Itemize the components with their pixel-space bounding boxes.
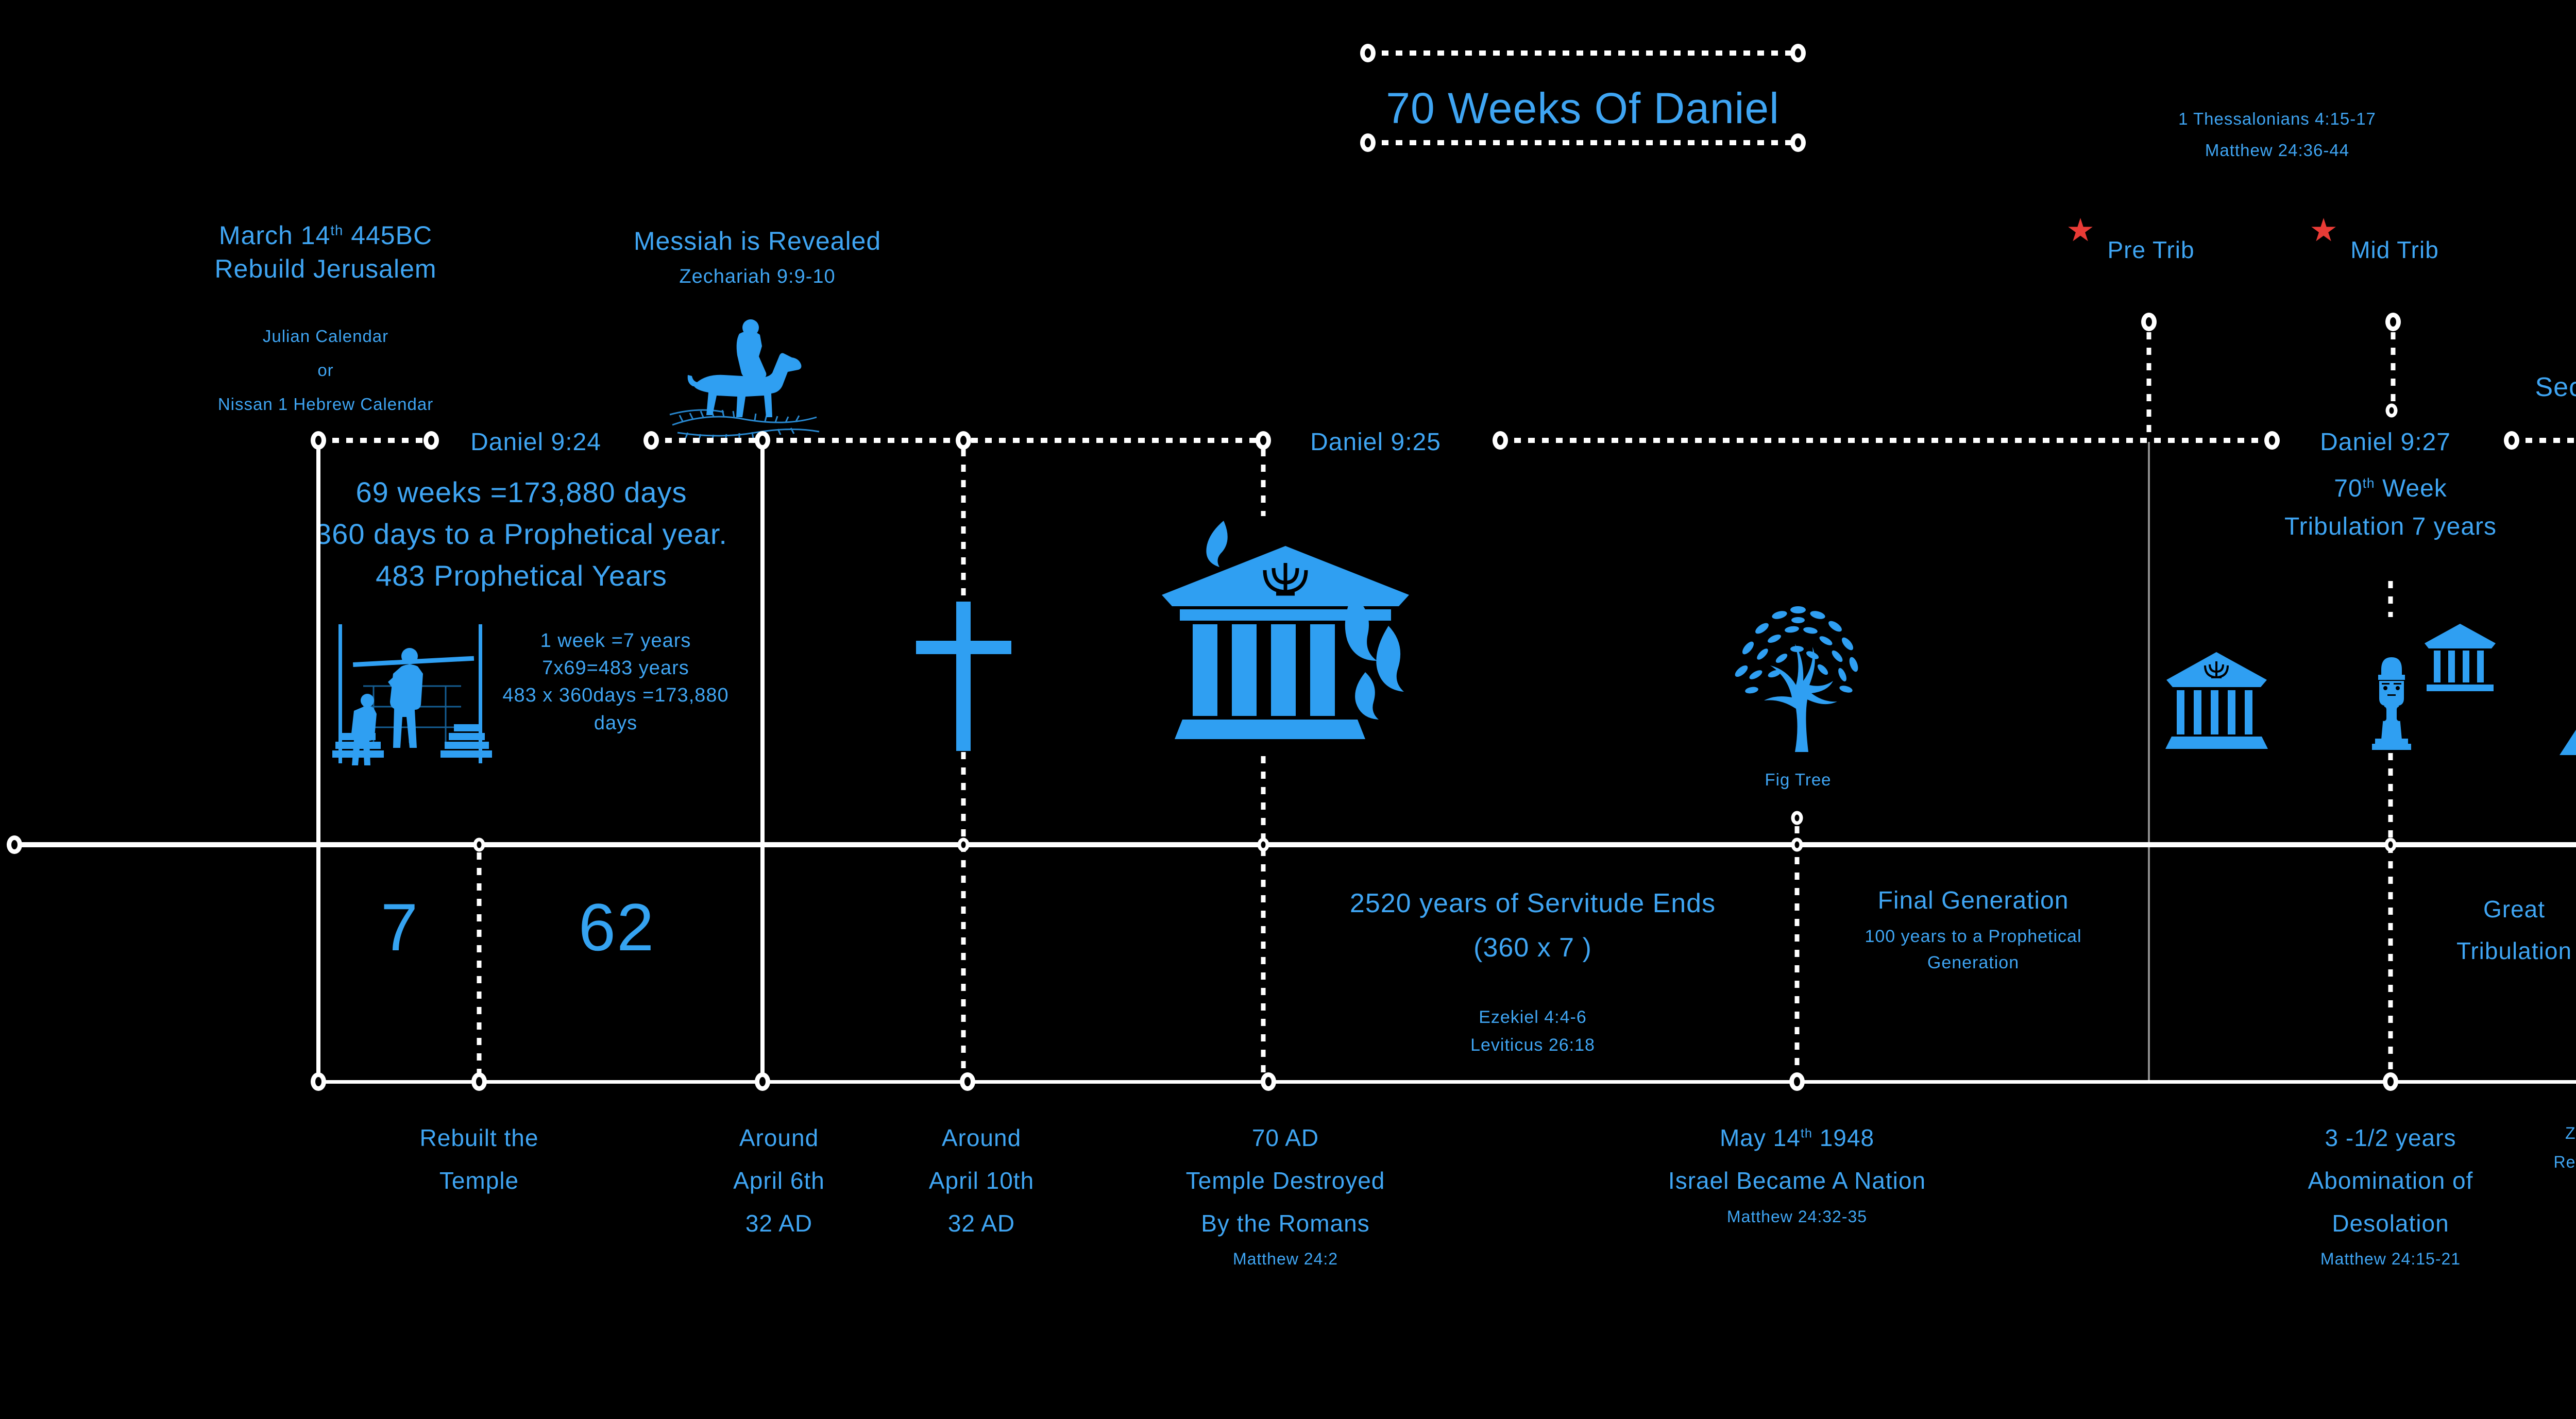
node-ring xyxy=(2504,431,2519,450)
rapture-references: 1 Thessalonians 4:15-17 Matthew 24:36-44 xyxy=(2178,109,2376,160)
week-calculation-block: 1 week =7 years 7x69=483 years 483 x 360… xyxy=(502,630,729,734)
node-ring xyxy=(1257,837,1269,852)
dotted-connector xyxy=(762,438,1263,443)
ad70-label: 70 AD Temple Destroyed By the Romans Mat… xyxy=(1185,1124,1385,1269)
dotted-connector xyxy=(2512,438,2576,443)
node-ring xyxy=(2385,313,2401,331)
rebuilt-temple-dotted-line xyxy=(477,852,482,1078)
final-generation-note: 100 years to a Prophetical Generation xyxy=(1865,927,2082,972)
seventieth-week-label: 70th Week Tribulation 7 years xyxy=(2284,475,2497,541)
cross-icon xyxy=(916,602,1011,751)
node-ring xyxy=(423,431,439,450)
node-ring xyxy=(643,431,659,450)
final-generation-label: Final Generation xyxy=(1877,887,2069,914)
node-ring xyxy=(1789,1072,1805,1091)
crucifixion-dotted-line xyxy=(961,752,966,1078)
daniel-924-label: Daniel 9:24 xyxy=(470,429,601,456)
node-ring xyxy=(473,837,485,852)
temple-destroyed-dotted-line xyxy=(1261,449,1266,516)
israel-dotted-line xyxy=(1794,826,1800,1078)
node-ring xyxy=(755,1072,770,1091)
rebuilt-temple-label: Rebuilt the Temple xyxy=(419,1124,539,1194)
temple-menorah-icon xyxy=(2165,652,2268,749)
second-coming-mountain-icon xyxy=(2560,729,2576,755)
title-top-dotted-line xyxy=(1368,50,1798,56)
node-ring xyxy=(311,1072,326,1091)
node-ring xyxy=(7,835,22,854)
messiah-donkey-icon xyxy=(669,319,820,441)
april10-label: Around April 10th 32 AD xyxy=(928,1124,1035,1237)
messiah-revealed-label: Messiah is Revealed Zechariah 9:9-10 xyxy=(633,227,882,287)
node-ring xyxy=(1790,44,1806,62)
dotted-connector xyxy=(1500,438,2272,443)
node-ring xyxy=(1256,431,1271,450)
node-ring xyxy=(1791,837,1803,852)
node-ring xyxy=(1790,133,1806,152)
abomination-dotted-line xyxy=(2388,581,2393,617)
node-ring xyxy=(1493,431,1508,450)
crucifixion-dotted-line xyxy=(961,449,966,599)
page-title: 70 Weeks Of Daniel xyxy=(1386,84,1780,132)
great-tribulation-label: Great Tribulation xyxy=(2456,896,2572,964)
star-icon: ★ xyxy=(2309,213,2338,248)
node-ring xyxy=(1791,811,1803,825)
node-ring xyxy=(956,431,971,450)
node-ring xyxy=(311,431,326,450)
node-ring xyxy=(2385,403,2398,418)
star-icon: ★ xyxy=(2066,213,2095,248)
mid-trib-label: Mid Trib xyxy=(2350,236,2439,263)
pre-trib-label: Pre Trib xyxy=(2107,236,2195,263)
node-ring xyxy=(2264,431,2280,450)
title-bottom-dotted-line xyxy=(1368,140,1798,145)
rebuild-jerusalem-label: March 14th 445BC Rebuild Jerusalem xyxy=(214,221,437,283)
node-ring xyxy=(1360,44,1376,62)
servitude-block: 2520 years of Servitude Ends (360 x 7 ) xyxy=(1349,888,1716,963)
node-ring xyxy=(2141,313,2157,331)
temple-icon xyxy=(2425,624,2496,691)
weeks-69-block: 69 weeks =173,880 days 360 days to a Pro… xyxy=(315,476,727,592)
section-line-messiah xyxy=(760,440,765,1082)
node-ring xyxy=(471,1072,487,1091)
second-coming-references: Zechariah 14:3-4 Revelation 19:11-16 xyxy=(2553,1124,2576,1171)
dotted-connector xyxy=(651,438,762,443)
seven-weeks-number: 7 xyxy=(380,890,419,965)
daniel-927-label: Daniel 9:27 xyxy=(2320,429,2451,456)
timeline-main-line xyxy=(8,842,2576,847)
calendar-note: Julian Calendar or Nissan 1 Hebrew Calen… xyxy=(217,327,434,414)
servitude-references: Ezekiel 4:4-6 Leviticus 26:18 xyxy=(1470,1007,1595,1055)
timeline-bottom-line xyxy=(318,1080,2576,1084)
node-ring xyxy=(1261,1072,1276,1091)
builders-icon xyxy=(332,624,492,765)
pre-trib-gray-line xyxy=(2148,442,2150,1082)
node-ring xyxy=(2384,837,2397,852)
temple-destroyed-dotted-line xyxy=(1261,756,1266,1078)
section-line-start xyxy=(316,440,320,1082)
abomination-label: 3 -1/2 years Abomination of Desolation M… xyxy=(2308,1124,2473,1269)
sixtytwo-weeks-number: 62 xyxy=(578,890,655,965)
fig-tree-icon xyxy=(1735,606,1858,752)
daniel-925-label: Daniel 9:25 xyxy=(1310,429,1441,456)
pre-trib-dotted-line xyxy=(2146,332,2151,438)
dotted-connector xyxy=(318,438,432,443)
april6-label: Around April 6th 32 AD xyxy=(733,1124,825,1237)
node-ring xyxy=(1360,133,1376,152)
mid-trib-dotted-line xyxy=(2391,332,2396,402)
node-ring xyxy=(957,837,970,852)
fig-tree-label: Fig Tree xyxy=(1765,770,1832,789)
abomination-dotted-line xyxy=(2388,753,2393,1078)
second-coming-label: Second Coming xyxy=(2535,372,2576,402)
node-ring xyxy=(960,1072,975,1091)
burning-temple-icon xyxy=(1162,521,1409,739)
israel1948-label: May 14th 1948 Israel Became A Nation Mat… xyxy=(1668,1124,1926,1226)
node-ring xyxy=(2383,1072,2398,1091)
idol-statue-icon xyxy=(2372,657,2411,750)
node-ring xyxy=(755,431,770,450)
